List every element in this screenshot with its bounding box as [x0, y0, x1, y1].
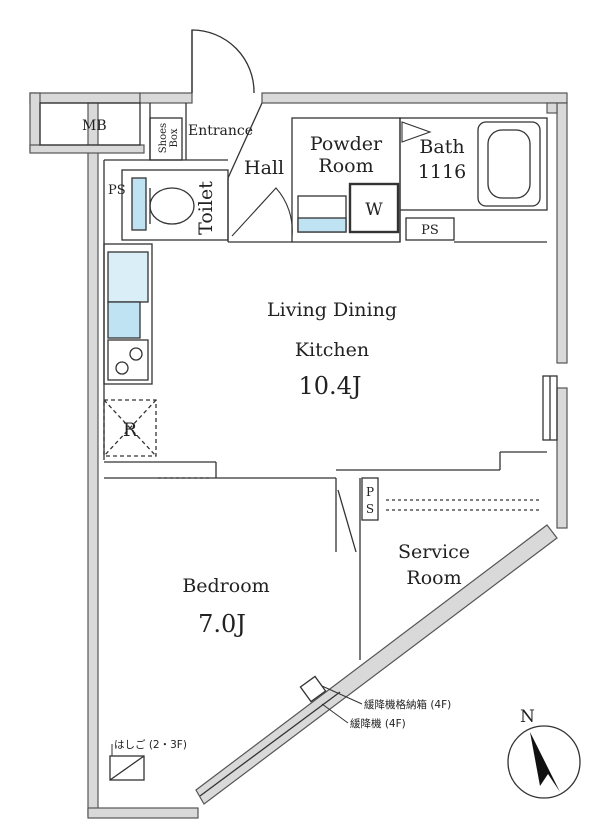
note-leaders: [111, 685, 363, 756]
bath-label-1: Bath: [419, 136, 464, 158]
exterior-walls: [29, 92, 568, 819]
bedroom-label: Bedroom: [182, 575, 269, 597]
entrance-label: Entrance: [188, 123, 253, 139]
north-arrow-icon: [530, 732, 560, 792]
north-compass: N: [507, 707, 581, 799]
shoes-box-label-2: Box: [169, 128, 180, 147]
toilet-label: Toilet: [195, 181, 217, 235]
bedroom-size: 7.0J: [198, 610, 246, 638]
ldk-size: 10.4J: [298, 372, 361, 400]
ps-service-label-bottom: S: [366, 502, 374, 516]
refrigerator-label: R: [123, 419, 138, 441]
service-room-label-2: Room: [406, 567, 461, 589]
bath-door: [401, 121, 432, 143]
mb-label: MB: [82, 118, 107, 134]
bath-label-2: 1116: [418, 161, 466, 183]
ps-service-label-top: P: [366, 485, 374, 499]
w-label: W: [365, 200, 383, 220]
ladder-note: はしご (2・3F): [114, 738, 187, 751]
escape-device-note: 緩降機 (4F): [350, 717, 406, 730]
escape-box-note: 緩降機格納箱 (4F): [364, 698, 451, 711]
diagonal-wall: [195, 524, 558, 805]
ldk-label-2: Kitchen: [295, 339, 369, 361]
entrance-door-swing: [191, 29, 255, 94]
powder-room-label-1: Powder: [310, 133, 383, 155]
ps-left-label: PS: [108, 183, 126, 198]
powder-room-label-2: Room: [318, 155, 373, 177]
ldk-label-1: Living Dining: [267, 299, 397, 321]
interior-lines: [39, 102, 558, 797]
room-labels: MB Shoes Box Entrance Hall Powder Room B…: [82, 118, 470, 751]
service-room-label-1: Service: [398, 541, 470, 563]
shoes-box-label-1: Shoes: [158, 123, 169, 153]
ps-bath-label: PS: [421, 223, 439, 238]
north-label: N: [520, 707, 535, 727]
hall-label: Hall: [244, 157, 284, 179]
hall-door-swing: [231, 187, 293, 237]
